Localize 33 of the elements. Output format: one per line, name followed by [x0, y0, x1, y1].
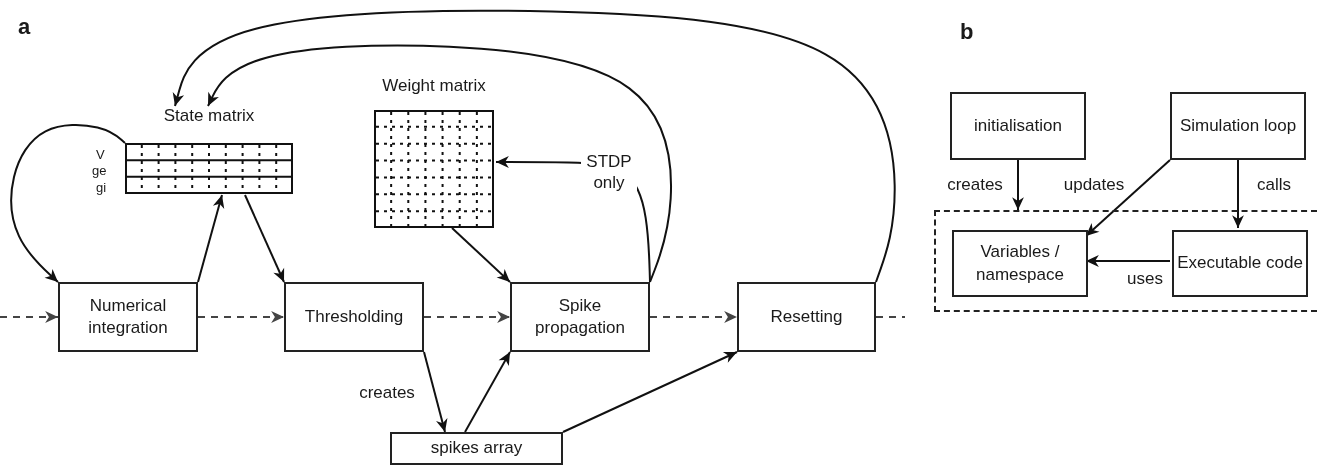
arrow	[451, 227, 511, 283]
process-box: initialisation	[950, 92, 1086, 160]
process-box: Simulation loop	[1170, 92, 1306, 160]
arrow	[562, 351, 738, 433]
arrow	[1012, 159, 1024, 211]
row-label: ge	[92, 164, 107, 177]
arrow	[1085, 159, 1171, 237]
process-box: Executable code	[1172, 230, 1308, 297]
dashed-arrow	[649, 311, 738, 323]
arrow	[1232, 159, 1244, 229]
row-label: V	[96, 148, 105, 161]
arrow	[197, 194, 225, 283]
process-box: Variables / namespace	[952, 230, 1088, 297]
arrow	[207, 44, 672, 283]
matrix-heading: State matrix	[162, 106, 256, 126]
arrow	[10, 123, 126, 283]
arrow	[423, 351, 448, 433]
arrow	[244, 194, 285, 283]
row-label: gi	[96, 181, 107, 194]
arrow	[464, 351, 511, 433]
process-box: spikes array	[390, 432, 563, 465]
matrix-heading: Weight matrix	[381, 76, 487, 96]
dashed-arrow	[0, 311, 59, 323]
panel-letter: a	[18, 16, 31, 38]
dashed-group-box	[934, 210, 1317, 312]
dashed-arrow	[423, 311, 511, 323]
dashed-arrow	[197, 311, 285, 323]
process-box: Thresholding	[284, 282, 424, 352]
process-box: Numerical integration	[58, 282, 198, 352]
process-box: Resetting	[737, 282, 876, 352]
arrow	[172, 9, 896, 283]
panel-letter: b	[960, 21, 974, 43]
process-box: Spike propagation	[510, 282, 650, 352]
